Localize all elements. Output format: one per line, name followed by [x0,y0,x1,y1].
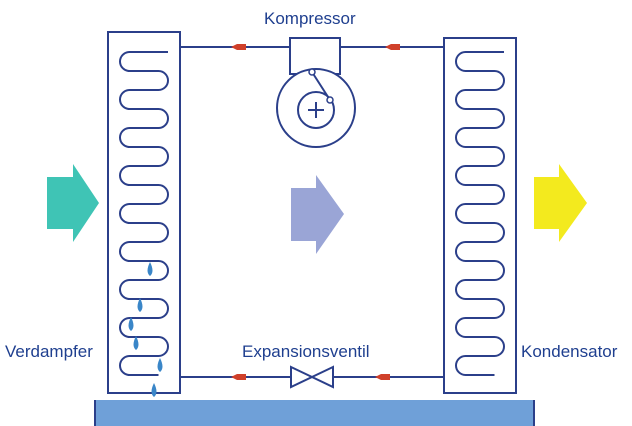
middle-air-arrow [291,175,344,254]
flow-arrow-icon [231,374,246,380]
drip-tray-fill [96,410,533,426]
water-drop-icon [157,358,163,372]
compressor-label: Kompressor [264,9,356,28]
water-drop-icon [151,383,157,397]
expansion-valve-icon [290,365,334,389]
outlet-air-arrow [534,164,587,242]
evaporator-coil [119,51,169,376]
water-drops [128,262,163,397]
condenser-frame [443,37,517,394]
water-drop-icon [128,317,134,331]
evaporator-frame [107,31,181,394]
water-drop-icon [147,262,153,276]
condenser-label: Kondensator [521,342,618,361]
expansion-valve-label: Expansionsventil [242,342,370,361]
flow-arrow-icon [375,374,390,380]
inlet-air-arrow [47,164,99,242]
flow-arrow-icon [385,44,400,50]
evaporator-label: Verdampfer [5,342,93,361]
flow-arrow-icon [231,44,246,50]
condenser-coil [455,51,505,376]
water-drop-icon [137,298,143,312]
compressor-icon [276,37,356,148]
water-drop-icon [133,336,139,350]
flow-markers [231,44,400,380]
